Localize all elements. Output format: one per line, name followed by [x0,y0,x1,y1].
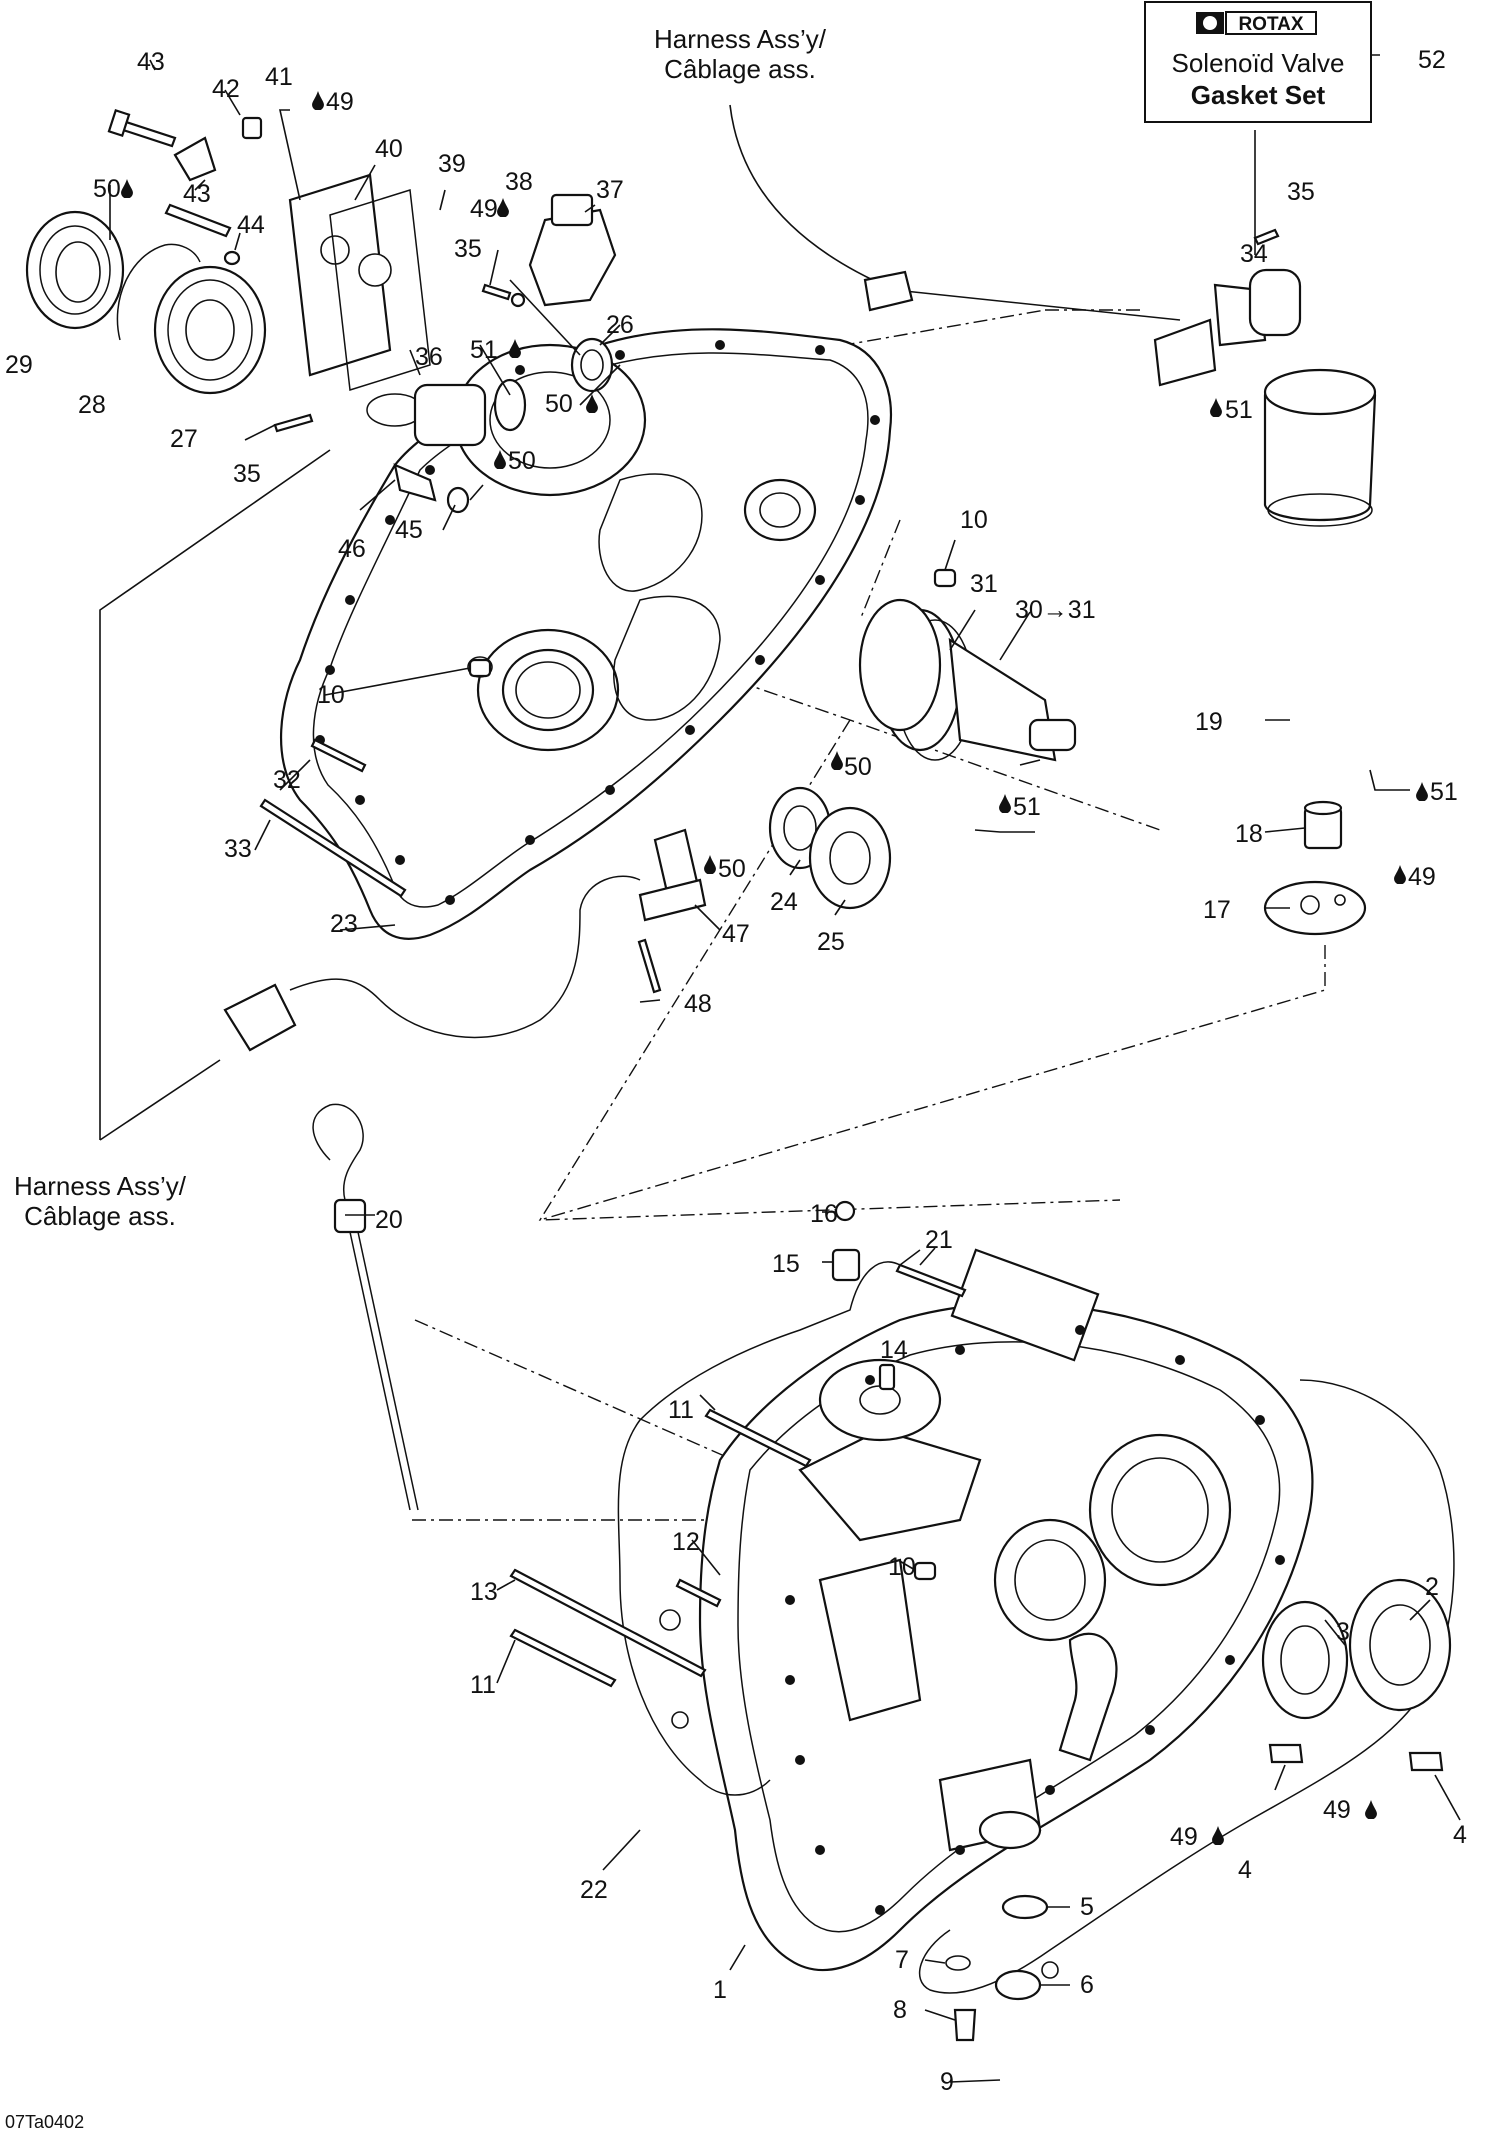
callout-43: 43 [137,48,165,76]
callout-14: 14 [880,1336,908,1364]
callout-31: 31 [970,570,998,598]
callout-51: 51 [1225,396,1253,424]
callout-49: 49 [1323,1796,1351,1824]
callout-20: 20 [375,1206,403,1234]
callout-48: 48 [684,990,712,1018]
drawing-reference: 07Ta0402 [5,2112,84,2132]
callout-2: 2 [1425,1573,1439,1601]
callout-26: 26 [606,311,634,339]
callout-32: 32 [273,766,301,794]
callout-8: 8 [893,1996,907,2024]
callout-27: 27 [170,425,198,453]
callout-10: 10 [317,681,345,709]
callout-50: 50 [508,447,536,475]
callout-50: 50 [93,175,121,203]
callout-10: 10 [888,1553,916,1581]
harness-note-left-line1: Harness Ass’y/ [14,1171,187,1201]
callout-50: 50 [545,390,573,418]
kit-title-line2: Gasket Set [1191,80,1326,110]
callout-33: 33 [224,835,252,863]
gaskets [617,1249,1455,1994]
callout-12: 12 [672,1528,700,1556]
callout-39: 39 [438,150,466,178]
callout-16: 16 [810,1200,838,1228]
callout-36: 36 [415,343,443,371]
callout-50: 50 [844,753,872,781]
callout-35: 35 [454,235,482,263]
right-side-parts [223,228,1377,1052]
callout-34: 34 [1240,240,1268,268]
callout-9: 9 [940,2068,954,2096]
callout-52: 52 [1418,46,1446,74]
callout-35: 35 [1287,178,1315,206]
callout-18: 18 [1235,820,1263,848]
callout-6: 6 [1080,1971,1094,1999]
callout-24: 24 [770,888,798,916]
harness-note-top-line1: Harness Ass’y/ [654,24,827,54]
callout-11: 11 [470,1671,496,1699]
callout-13: 13 [470,1578,498,1606]
callout-leaders [109,54,1461,2083]
lower-crankcase [698,1248,1314,1972]
callout-15: 15 [772,1250,800,1278]
callout-22: 22 [580,1876,608,1904]
callout-28: 28 [78,391,106,419]
callout-7: 7 [895,1946,909,1974]
callout-46: 46 [338,535,366,563]
callout-44: 44 [237,211,265,239]
upper-small-parts [25,108,617,514]
callout-10: 10 [960,506,988,534]
callout-47: 47 [722,920,750,948]
callout-21: 21 [925,1226,953,1254]
callout-37: 37 [596,176,624,204]
callout-45: 45 [395,516,423,544]
callout-3: 3 [1336,1618,1350,1646]
callout-40: 40 [375,135,403,163]
callout-49: 49 [1408,863,1436,891]
callout-4: 4 [1238,1856,1252,1884]
callout-1: 1 [713,1976,727,2004]
callout-50: 50 [718,855,746,883]
harness-note-top-line2: Câblage ass. [664,54,816,84]
callout-51: 51 [470,336,498,364]
callout-5: 5 [1080,1893,1094,1921]
callout-35: 35 [233,460,261,488]
kit-title-line1: Solenoïd Valve [1172,48,1345,78]
callout-43: 43 [183,180,211,208]
harness-note-left: Harness Ass’y/ Câblage ass. [14,1171,187,1231]
callout-19: 19 [1195,708,1223,736]
callout-51: 51 [1013,793,1041,821]
callout-23: 23 [330,910,358,938]
callout-49: 49 [1170,1823,1198,1851]
callout-11: 11 [668,1396,694,1424]
gasket-set-kit-box: ROTAX Solenoïd Valve Gasket Set [1144,1,1372,123]
callout-29: 29 [5,351,33,379]
callout-17: 17 [1203,896,1231,924]
callout-41: 41 [265,63,293,91]
callout-25: 25 [817,928,845,956]
callout-38: 38 [505,168,533,196]
callout-49: 49 [470,195,498,223]
harness-note-top: Harness Ass’y/ Câblage ass. [654,24,827,84]
callout-51: 51 [1430,778,1458,806]
callout-4: 4 [1453,1821,1467,1849]
harness-note-left-line2: Câblage ass. [24,1201,176,1231]
callout-labels: 43 42 41 49 40 39 38 37 49 50 43 44 35 2… [5,46,1467,2096]
rotax-logo: ROTAX [1196,11,1317,35]
lower-small-parts [312,1103,1452,2042]
rotax-brand: ROTAX [1238,14,1303,35]
callout-42: 42 [212,75,240,103]
callout-30-to-31: 30→31 [1015,596,1096,624]
harness-leaders [99,104,896,1141]
callout-49: 49 [326,88,354,116]
